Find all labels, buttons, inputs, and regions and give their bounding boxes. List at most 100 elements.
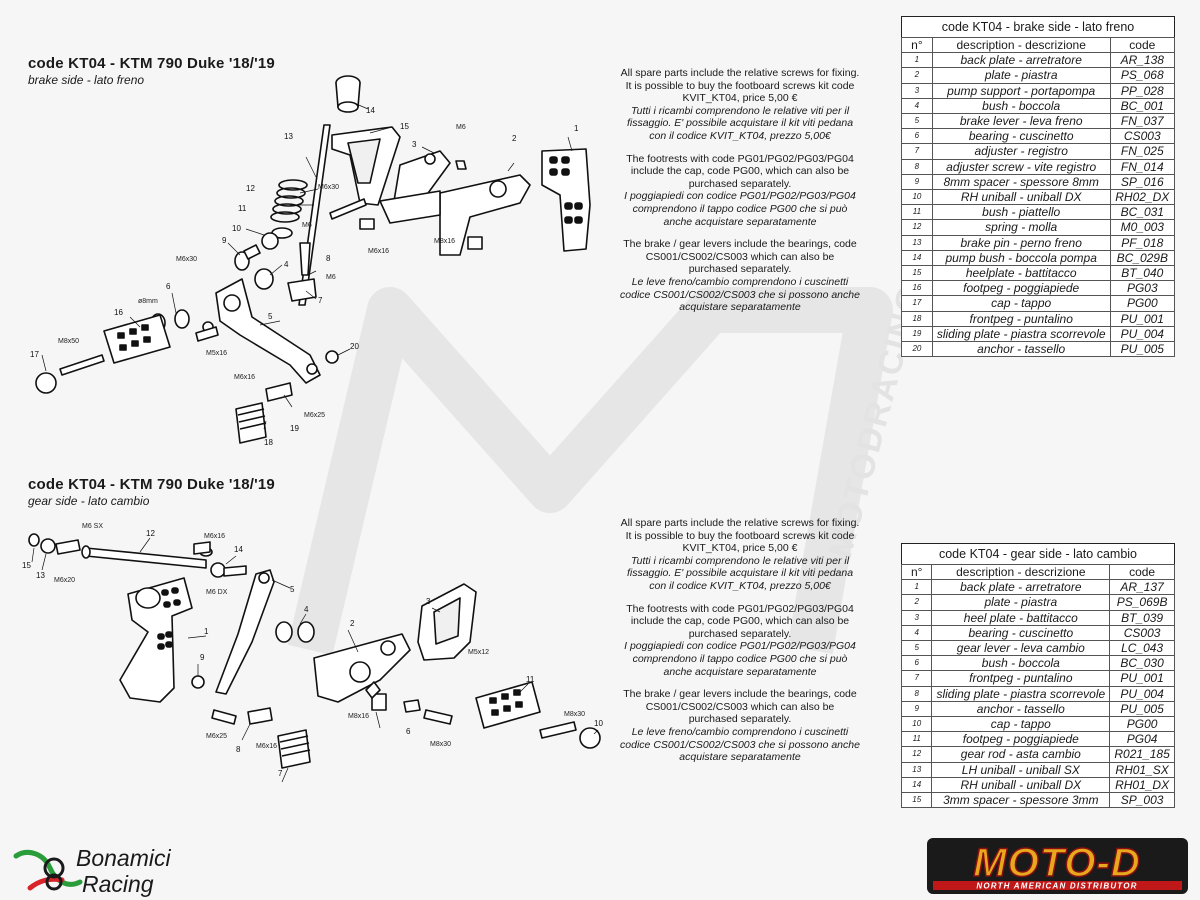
brake-label-m8x50: M8x50 [58, 338, 79, 345]
cell-description: sliding plate - piastra scorrevole [931, 685, 1111, 702]
brake-callout-11: 11 [238, 204, 247, 213]
brake-table-header: n° description - descrizione code [901, 36, 1176, 54]
gear-table-title: code KT04 - gear side - lato cambio [901, 543, 1175, 564]
cell-number: 1 [901, 52, 933, 69]
cell-number: 2 [901, 67, 933, 84]
brake-callout-14: 14 [366, 106, 375, 115]
cell-code: PU_005 [1109, 341, 1176, 358]
gear-label-m8x16: M8x16 [348, 713, 369, 720]
brake-table-title: code KT04 - brake side - lato freno [901, 16, 1175, 37]
moto-d-logo-main: MOTO-D [973, 841, 1140, 885]
brake-label-m6x30a: M6x30 [318, 184, 339, 191]
cell-description: heel plate - battitacco [931, 609, 1111, 626]
cell-description: spring - molla [931, 219, 1111, 236]
cell-code: LC_043 [1109, 640, 1175, 657]
cell-description: pump support - portapompa [931, 82, 1111, 99]
cell-description: back plate - arretratore [931, 52, 1111, 69]
gear-callout-6: 6 [406, 727, 411, 736]
cell-description: brake lever - leva freno [931, 113, 1111, 130]
cell-description: 3mm spacer - spessore 3mm [931, 792, 1111, 809]
cell-description: pump bush - boccola pompa [931, 249, 1111, 267]
brake-side-diagram: 14 15 3 2 1 13 12 11 10 9 4 8 7 5 6 16 1… [30, 75, 591, 447]
brake-label-m6c: M6 [326, 274, 336, 281]
gear-callout-2: 2 [350, 619, 355, 628]
cell-number: 7 [901, 143, 933, 160]
cell-code: FN_025 [1109, 143, 1176, 160]
cell-code: BC_001 [1109, 97, 1176, 115]
brake-note-1: All spare parts include the relative scr… [620, 67, 860, 143]
gear-label-m6x16b: M6x16 [256, 743, 277, 750]
gear-notes: All spare parts include the relative scr… [620, 517, 860, 774]
cell-code: PP_028 [1109, 82, 1176, 99]
brake-callout-17: 17 [30, 350, 39, 359]
cell-description: RH uniball - uniball DX [931, 776, 1111, 794]
brake-callout-10: 10 [232, 224, 241, 233]
gear-parts-table: code KT04 - gear side - lato cambio n° d… [900, 543, 1175, 809]
cell-description: plate - piastra [931, 67, 1111, 84]
cell-number: 5 [901, 113, 933, 130]
gear-note-2-it: I poggiapiedi con codice PG01/PG02/PG03/… [624, 640, 856, 678]
gear-callout-3: 3 [426, 597, 431, 606]
brake-note-3-it: Le leve freno/cambio comprendono i cusci… [620, 275, 860, 314]
gear-label-m8x30a: M8x30 [430, 741, 451, 748]
cell-number: 7 [900, 670, 933, 687]
brake-col-description: description - descrizione [931, 36, 1111, 54]
bonamici-logo-mark-green [13, 850, 83, 887]
gear-callout-8: 8 [236, 745, 241, 754]
cell-code: BC_030 [1109, 655, 1175, 672]
gear-col-description: description - descrizione [931, 563, 1111, 581]
brake-label-m5x16: M5x16 [206, 350, 227, 357]
cell-code: PG00 [1109, 295, 1176, 312]
cell-number: 16 [901, 280, 933, 297]
cell-description: footpeg - poggiapiede [931, 280, 1111, 297]
brake-label-m6x25: M6x25 [304, 412, 325, 419]
brake-notes: All spare parts include the relative scr… [620, 67, 860, 324]
gear-table-header: n° description - descrizione code [900, 563, 1175, 581]
brake-note-1-it: Tutti i ricambi comprendono le relative … [626, 104, 854, 142]
cell-description: adjuster - registro [931, 143, 1111, 160]
gear-callout-5: 5 [290, 585, 295, 594]
brake-section-title: code KT04 - KTM 790 Duke '18/'19 [28, 55, 275, 72]
gear-callout-4: 4 [304, 605, 309, 614]
cell-number: 12 [900, 746, 933, 763]
cell-description: sliding plate - piastra scorrevole [931, 325, 1111, 343]
brake-callout-20: 20 [350, 342, 359, 351]
gear-section-title: code KT04 - KTM 790 Duke '18/'19 [28, 476, 275, 493]
gear-note-2: The footrests with code PG01/PG02/PG03/P… [620, 603, 860, 679]
cell-description: RH uniball - uniball DX [931, 189, 1111, 206]
brake-note-2-en: The footrests with code PG01/PG02/PG03/P… [626, 152, 854, 190]
brake-label-m8x16: M8x16 [434, 238, 455, 245]
cell-code: BT_040 [1109, 265, 1176, 282]
brake-parts-table: code KT04 - brake side - lato freno n° d… [901, 16, 1176, 358]
cell-number: 4 [901, 97, 933, 115]
cell-code: SP_016 [1109, 173, 1176, 191]
brake-note-2: The footrests with code PG01/PG02/PG03/P… [620, 153, 860, 229]
brake-callout-3: 3 [412, 140, 417, 149]
brake-label-m6a: M6 [456, 124, 466, 131]
brake-callout-18: 18 [264, 438, 273, 447]
brake-section-subtitle: brake side - lato freno [28, 73, 145, 87]
cell-code: RH01_SX [1109, 761, 1175, 778]
brake-callout-4: 4 [284, 260, 289, 269]
cell-code: PG03 [1109, 280, 1176, 297]
brake-callout-12: 12 [246, 184, 255, 193]
gear-note-1-en: All spare parts include the relative scr… [620, 517, 860, 555]
gear-callout-11: 11 [526, 675, 535, 684]
cell-description: cap - tappo [931, 295, 1111, 312]
cell-number: 6 [900, 655, 933, 672]
